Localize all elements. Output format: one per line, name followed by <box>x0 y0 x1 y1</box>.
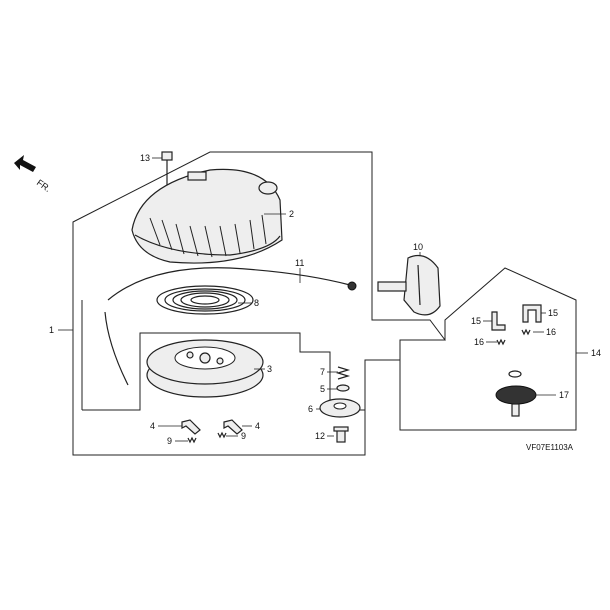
recoil-spring-part-8 <box>156 285 254 315</box>
starter-case-part-2 <box>131 168 283 264</box>
ratchet-pawl-part-4-right <box>223 419 243 435</box>
spring-part-7 <box>335 366 351 380</box>
pawl-spring-part-9-right <box>217 431 227 439</box>
ratchet-pawl-part-4-left <box>181 419 201 435</box>
callout-4-right: 4 <box>255 421 260 431</box>
starter-rope-part-11 <box>104 267 357 386</box>
callout-6: 6 <box>308 404 313 414</box>
callout-1: 1 <box>49 325 54 335</box>
starter-reel-part-3 <box>146 339 264 398</box>
callout-15-left: 15 <box>471 316 481 326</box>
callout-9-left: 9 <box>167 436 172 446</box>
setting-bolt-part-12 <box>333 426 349 443</box>
callout-9-right: 9 <box>241 431 246 441</box>
ratchet-part-15-right <box>522 304 542 323</box>
callout-14: 14 <box>591 348 601 358</box>
callout-16-right: 16 <box>546 327 556 337</box>
washer-part-5 <box>336 384 350 392</box>
ratchet-guide-part-17 <box>495 370 537 417</box>
pawl-spring-part-9-left <box>187 436 197 444</box>
callout-17: 17 <box>559 390 569 400</box>
friction-plate-part-6 <box>319 398 361 418</box>
callout-3: 3 <box>267 364 272 374</box>
starter-grip-part-10 <box>377 255 441 316</box>
callout-12: 12 <box>315 431 325 441</box>
callout-8: 8 <box>254 298 259 308</box>
callout-4-left: 4 <box>150 421 155 431</box>
assembly-frame-14 <box>399 267 577 431</box>
callout-13: 13 <box>140 153 150 163</box>
leader-lines <box>58 157 588 442</box>
callout-11: 11 <box>295 258 304 268</box>
assembly-frame-1 <box>72 151 446 456</box>
ratchet-part-15-left <box>491 311 506 331</box>
direction-label: FR. <box>35 177 53 194</box>
callout-5: 5 <box>320 384 325 394</box>
front-direction-arrow-icon <box>14 155 36 172</box>
drawing-code: VF07E1103A <box>526 443 574 452</box>
ratchet-spring-part-16-left <box>496 338 506 346</box>
ratchet-spring-part-16-right <box>521 328 531 336</box>
callout-10: 10 <box>413 242 423 252</box>
callout-7: 7 <box>320 367 325 377</box>
callout-15-right: 15 <box>548 308 558 318</box>
callout-2: 2 <box>289 209 294 219</box>
callout-16-left: 16 <box>474 337 484 347</box>
